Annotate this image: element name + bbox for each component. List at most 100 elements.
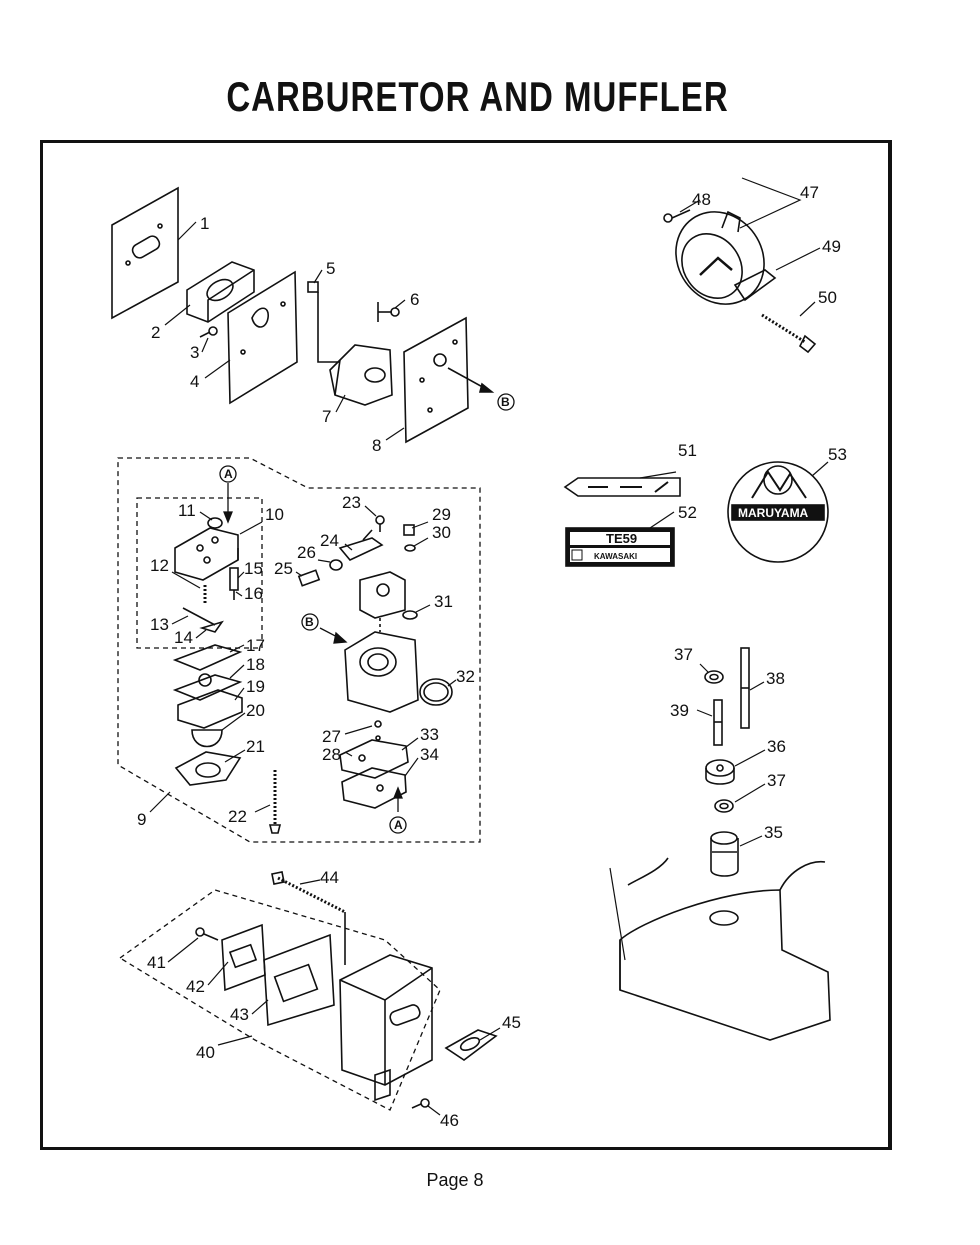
callout-32: 32: [456, 667, 475, 686]
callout-11: 11: [178, 501, 196, 520]
callout-49: 49: [822, 237, 841, 256]
leader-lines-mount: [696, 663, 766, 847]
part-38-pin: [740, 647, 750, 729]
carburetor-body: [344, 571, 419, 713]
part-22-bolt: [268, 770, 282, 834]
callout-22: 22: [228, 807, 247, 826]
part-31-clip: [402, 610, 418, 620]
callout-29: 29: [432, 505, 451, 524]
callout-48: 48: [692, 190, 711, 209]
part-32-oring: [419, 678, 453, 706]
assembly-40-outline: [118, 889, 441, 1111]
part-3-screw: [199, 326, 218, 338]
parts-33-34-diaphragm: [339, 739, 409, 809]
callout-41: 41: [147, 953, 166, 972]
callout-24: 24: [320, 531, 339, 550]
part-50-bolt: [761, 313, 817, 354]
part-53-logo: [727, 461, 829, 563]
callout-18: 18: [246, 655, 265, 674]
part-44-bolt: [271, 871, 346, 965]
part-11-oring: [207, 517, 223, 529]
callout-8: 8: [372, 436, 381, 455]
callout-labels: 1 2 3 4 5 6 7 8 9 10 11 12 13 14 15 16 1…: [137, 183, 847, 1130]
callout-52: 52: [678, 503, 697, 522]
callout-7: 7: [322, 407, 331, 426]
part-5-nut: [307, 281, 340, 363]
callout-5: 5: [326, 259, 335, 278]
part-20-primer-bulb: [191, 729, 223, 748]
callout-35: 35: [764, 823, 783, 842]
leader-lines-upper-right: [679, 177, 821, 317]
part-7-bracket: [329, 344, 393, 406]
part-14-lever: [199, 620, 224, 633]
part-23-screw: [375, 515, 385, 532]
callout-2: 2: [151, 323, 160, 342]
part-2-insulator: [186, 261, 255, 323]
callout-44: 44: [320, 868, 339, 887]
leader-lines-upper-left: [164, 221, 406, 441]
ref-mark-a-2: A: [394, 818, 403, 832]
muffler-body: [339, 954, 433, 1102]
leader-lines-carb: [149, 505, 457, 813]
callout-6: 6: [410, 290, 419, 309]
engine-housing: [609, 857, 831, 1041]
part-24-throttle-lever: [338, 529, 384, 561]
callout-36: 36: [767, 737, 786, 756]
parts-27-28-needle: [374, 720, 382, 741]
callout-39: 39: [670, 701, 689, 720]
callout-50: 50: [818, 288, 837, 307]
ref-mark-b-2: B: [305, 615, 314, 629]
part-51-label: [563, 471, 681, 497]
logo-brand: MARUYAMA: [738, 506, 809, 520]
ref-mark-a-1: A: [224, 467, 233, 481]
leader-lines-muffler: [167, 879, 501, 1116]
part-48-screw: [663, 209, 691, 223]
part-39-pin: [713, 699, 723, 746]
parts-17-19-diaphragm-stack: [172, 644, 243, 729]
callout-19: 19: [246, 677, 265, 696]
callout-37-top: 37: [674, 645, 693, 664]
callout-15: 15: [244, 559, 263, 578]
callout-42: 42: [186, 977, 205, 996]
callout-14: 14: [174, 628, 193, 647]
callout-47: 47: [800, 183, 819, 202]
callout-38: 38: [766, 669, 785, 688]
page-title: CARBURETOR AND MUFFLER: [226, 73, 729, 120]
callout-1: 1: [200, 214, 209, 233]
callout-31: 31: [434, 592, 453, 611]
callout-34: 34: [420, 745, 439, 764]
callout-17: 17: [246, 636, 265, 655]
callout-30: 30: [432, 523, 451, 542]
part-43-gasket: [263, 933, 335, 1027]
callout-27: 27: [322, 727, 341, 746]
part-35-mount: [710, 831, 739, 877]
callout-16: 16: [244, 584, 263, 603]
callout-37-bottom: 37: [767, 771, 786, 790]
callout-43: 43: [230, 1005, 249, 1024]
part-45-gasket: [444, 1029, 498, 1061]
callout-23: 23: [342, 493, 361, 512]
part-25-26-fittings: [297, 559, 343, 587]
callout-40: 40: [196, 1043, 215, 1062]
part-37-washer-bottom: [714, 799, 734, 813]
part-1-gasket: [111, 186, 179, 320]
part-21-cover: [174, 751, 242, 786]
page-footer: Page 8: [426, 1170, 484, 1190]
part-46-screw: [411, 1098, 430, 1109]
part-15-16-needle: [229, 567, 239, 600]
callout-4: 4: [190, 372, 199, 391]
part-41-screw: [195, 927, 219, 941]
callout-26: 26: [297, 543, 316, 562]
part-13-pin: [182, 607, 216, 626]
callout-20: 20: [246, 701, 265, 720]
callout-53: 53: [828, 445, 847, 464]
part-42-plate: [221, 923, 266, 992]
callout-33: 33: [420, 725, 439, 744]
callout-51: 51: [678, 441, 697, 460]
part-47-starter-cup: [675, 210, 765, 305]
callout-25: 25: [274, 559, 293, 578]
callout-46: 46: [440, 1111, 459, 1130]
diagram-frame: [40, 140, 892, 1150]
ref-arrows: [223, 483, 403, 812]
